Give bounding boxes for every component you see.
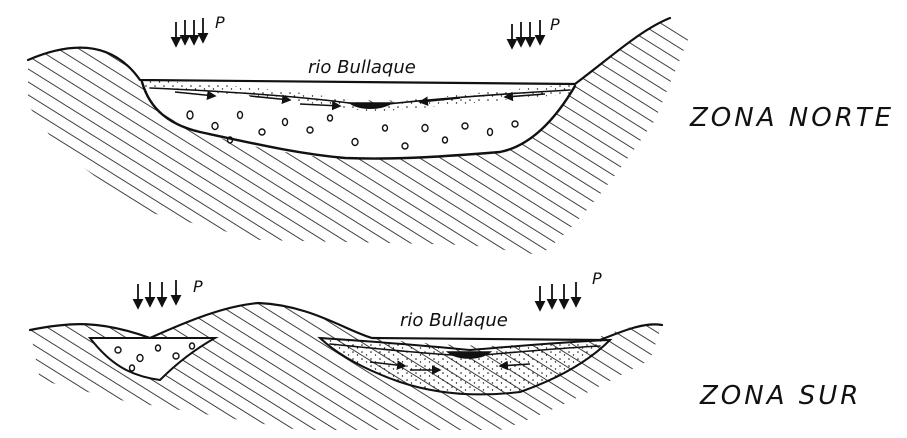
north-precip-left-label: P <box>215 13 225 32</box>
south-section: P P rio Bullaque ZONA SUR <box>30 269 861 430</box>
south-precip-left <box>138 280 176 308</box>
north-section: P P rio Bullaque ZONA NORTE <box>28 13 894 255</box>
south-precip-right <box>540 282 576 310</box>
south-precip-left-label: P <box>193 277 203 296</box>
south-precip-right-label: P <box>592 269 602 288</box>
north-zone-label: ZONA NORTE <box>689 103 894 133</box>
south-zone-label: ZONA SUR <box>699 381 861 411</box>
north-precip-left <box>176 18 203 46</box>
north-precip-right-label: P <box>550 15 560 34</box>
north-precip-right <box>512 20 540 48</box>
south-river-label: rio Bullaque <box>400 310 508 331</box>
north-river-label: rio Bullaque <box>308 57 416 78</box>
